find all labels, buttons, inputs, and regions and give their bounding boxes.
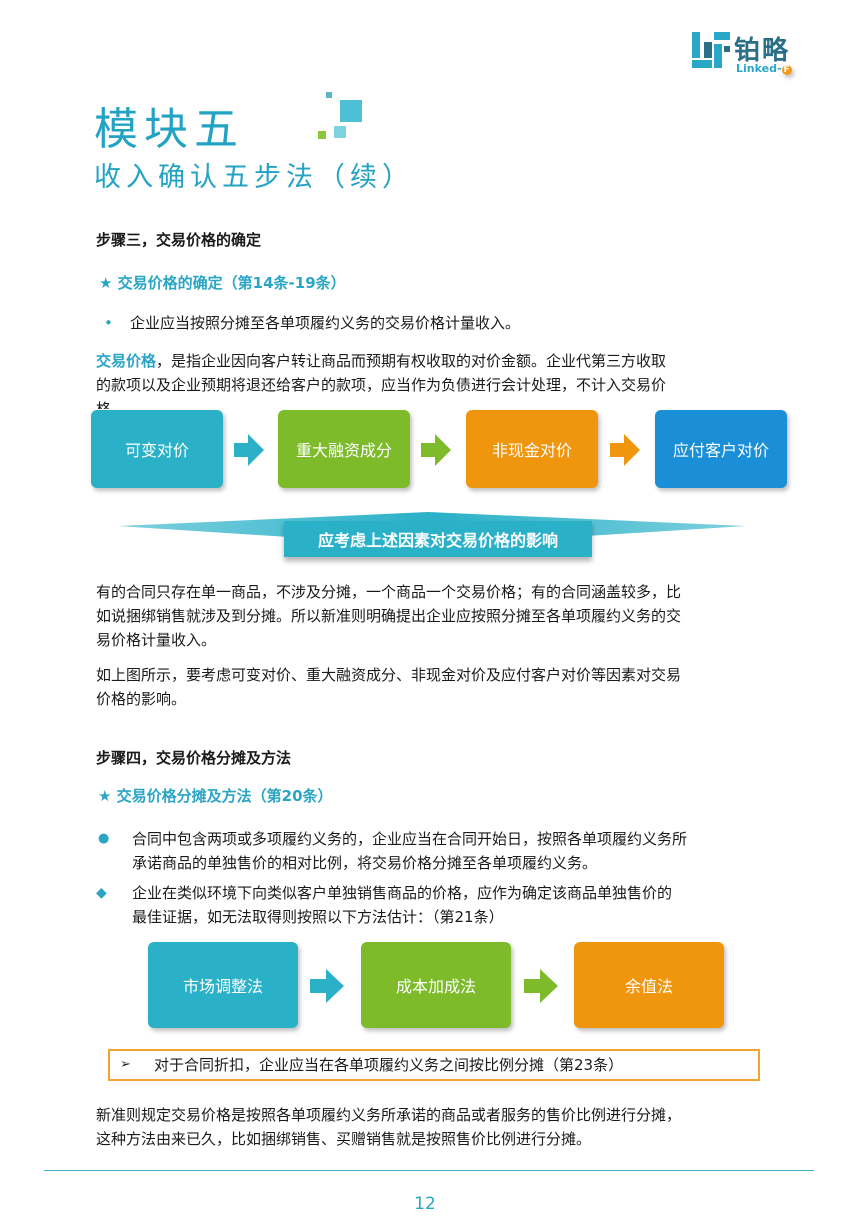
arrow-right-icon (234, 434, 264, 466)
method-box-market: 市场调整法 (148, 942, 298, 1028)
step4-paragraph: 新准则规定交易价格是按照各单项履约义务所承诺的商品或者服务的售价比例进行分摊， … (96, 1106, 682, 1148)
method-box-cost-plus: 成本加成法 (361, 942, 511, 1028)
bullet-marker: • (104, 314, 113, 332)
logo-text-cn: 铂略 (734, 36, 791, 66)
note-text: 对于合同折扣，企业应当在各单项履约义务之间按比例分摊（第23条） (154, 1056, 624, 1074)
factor-box-noncash: 非现金对价 (466, 410, 598, 488)
page-subtitle: 收入确认五步法（续） (94, 162, 414, 193)
definition-term: 交易价格 (96, 352, 157, 370)
decor-square-small (326, 92, 332, 98)
logo-text-en: Linked-F (736, 62, 792, 75)
step4-star-heading: ★ 交易价格分摊及方法（第20条） (98, 787, 333, 805)
decor-square-green (318, 131, 326, 139)
step3-bullet: 企业应当按照分摊至各单项履约义务的交易价格计量收入。 (130, 314, 521, 332)
definition-paragraph: 交易价格，是指企业因向客户转让商品而预期有权收取的对价金额。企业代第三方收取 的… (96, 352, 667, 409)
footer-divider (44, 1170, 814, 1171)
step3-star-heading: ★ 交易价格的确定（第14条-19条） (99, 274, 346, 292)
method-box-residual: 余值法 (574, 942, 724, 1028)
brand-logo: 铂略 Linked-F (692, 30, 812, 75)
banner-label: 应考虑上述因素对交易价格的影响 (284, 521, 592, 557)
note-box: ➢ 对于合同折扣，企业应当在各单项履约义务之间按比例分摊（第23条） (108, 1049, 760, 1081)
arrow-right-icon (310, 969, 344, 1003)
factor-box-payable: 应付客户对价 (655, 410, 787, 488)
arrow-right-icon (421, 434, 451, 466)
factor-box-financing: 重大融资成分 (278, 410, 410, 488)
arrow-bullet-icon: ➢ (120, 1057, 131, 1072)
step3-paragraph-1: 有的合同只存在单一商品，不涉及分摊，一个商品一个交易价格；有的合同涵盖较多，比 … (96, 583, 682, 649)
bullet-diamond-icon: ◆ (96, 885, 107, 901)
step3-paragraph-2: 如上图所示，要考虑可变对价、重大融资成分、非现金对价及应付客户对价等因素对交易 … (96, 666, 682, 708)
step4-heading: 步骤四，交易价格分摊及方法 (96, 749, 292, 767)
step3-heading: 步骤三，交易价格的确定 (96, 231, 262, 249)
decor-square-lightteal (334, 126, 346, 138)
logo-mark-icon (692, 32, 730, 68)
arrow-right-icon (610, 434, 640, 466)
page-title: 模块五 (94, 104, 244, 155)
page-number: 12 (414, 1194, 436, 1214)
arrow-right-icon (524, 969, 558, 1003)
bullet-circle-icon: ● (98, 831, 110, 846)
decor-square-teal (340, 100, 362, 122)
step4-bullet-2: 企业在类似环境下向类似客户单独销售商品的价格，应作为确定该商品单独售价的 最佳证… (132, 884, 673, 926)
factor-box-variable: 可变对价 (91, 410, 223, 488)
step4-bullet-1: 合同中包含两项或多项履约义务的，企业应当在合同开始日，按照各单项履约义务所 承诺… (132, 830, 688, 872)
